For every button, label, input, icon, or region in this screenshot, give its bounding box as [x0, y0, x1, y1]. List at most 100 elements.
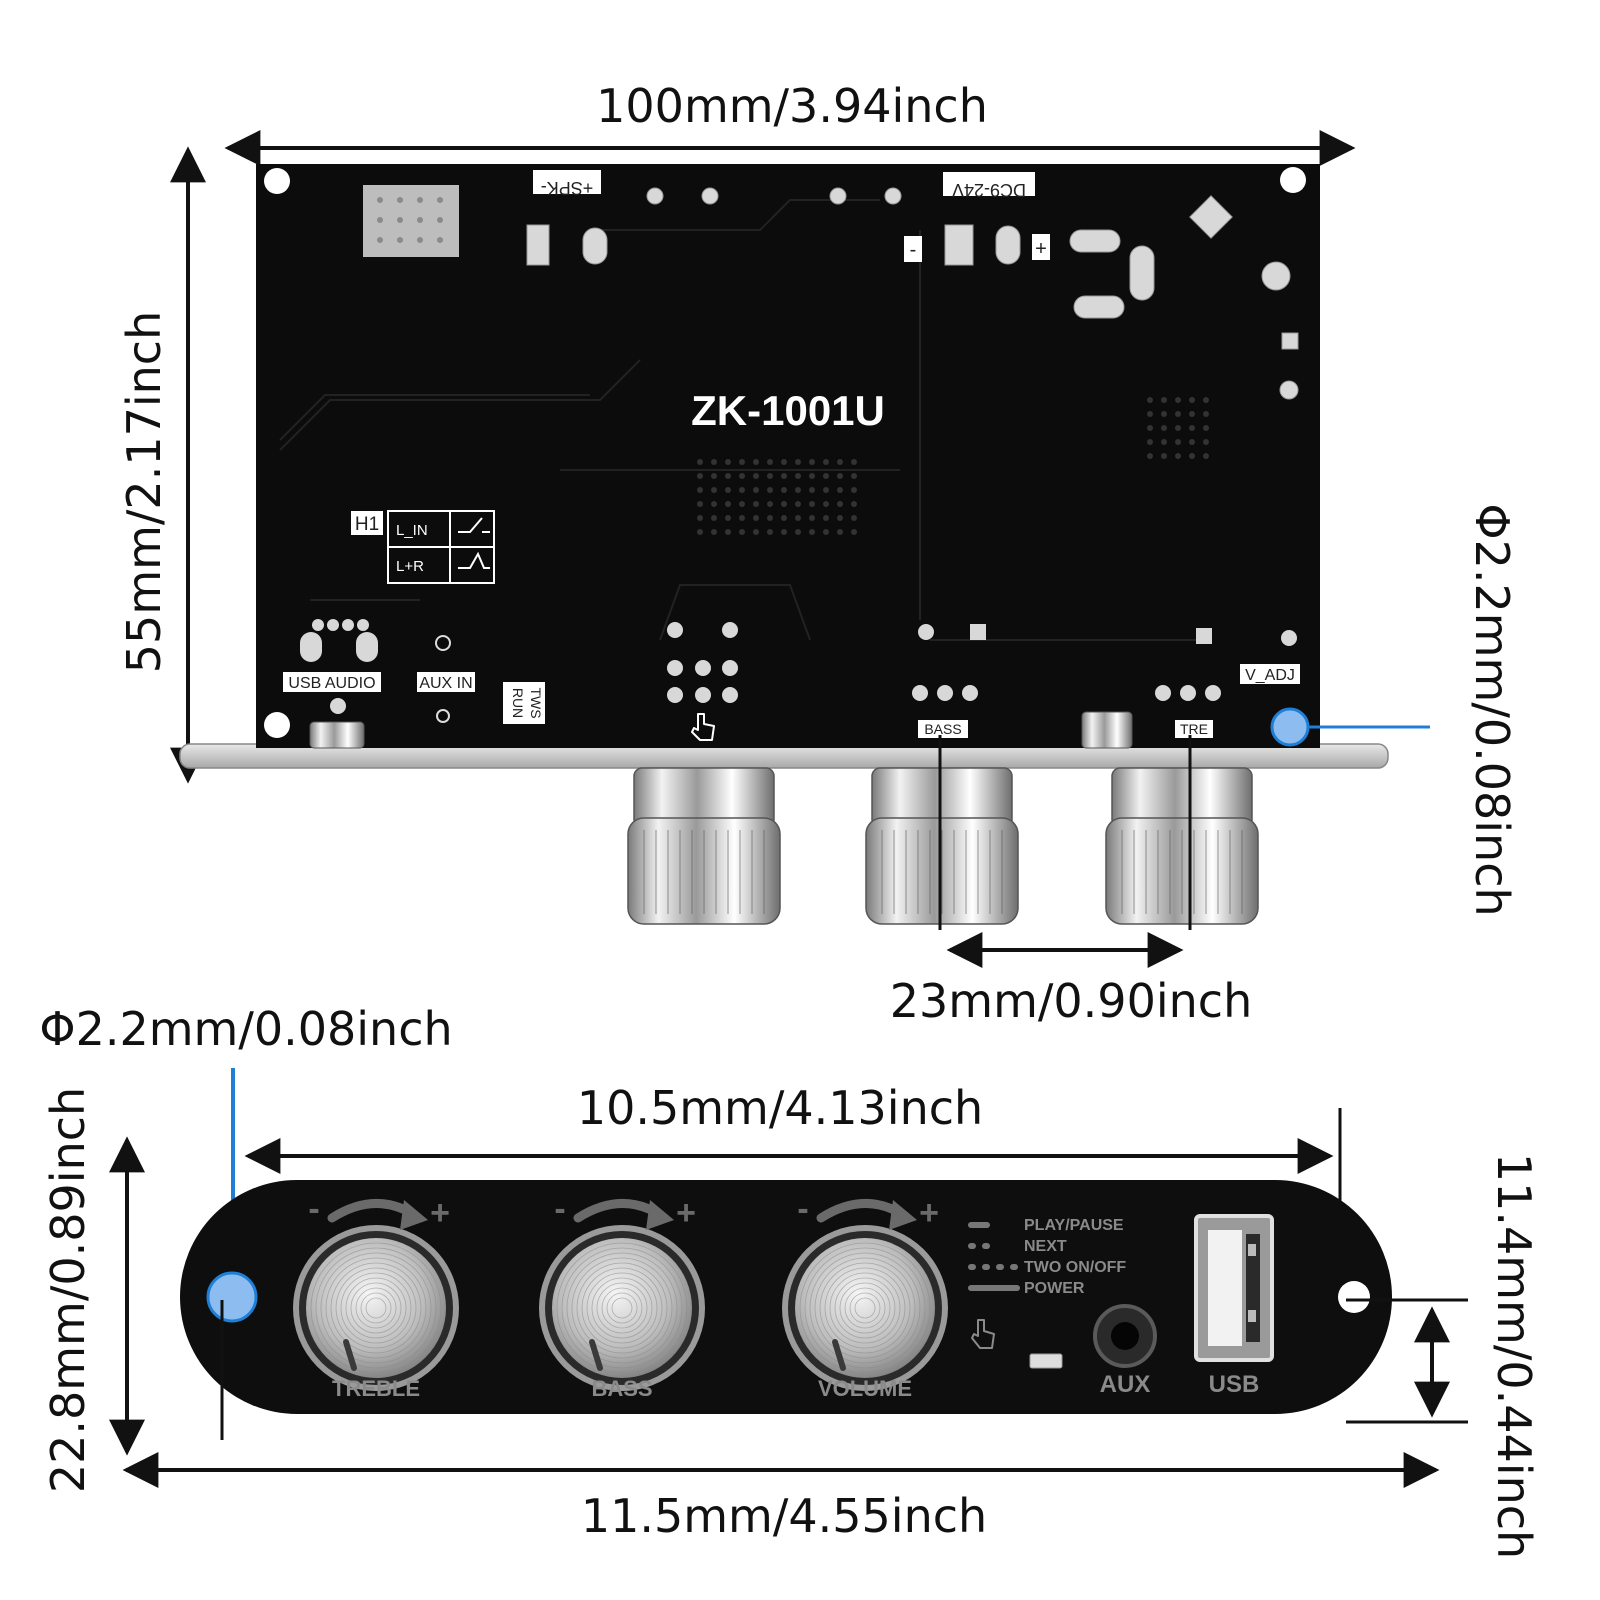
- usb-label: USB: [1209, 1371, 1260, 1398]
- knob-spacing-label: 23mm/0.90inch: [890, 974, 1252, 1028]
- via-dot: [753, 459, 759, 465]
- pcb-hole-tl: [264, 168, 290, 194]
- top-knob-1[interactable]: [627, 767, 781, 925]
- via-dot: [837, 487, 843, 493]
- knob-ring: [829, 1272, 901, 1344]
- knob-plus-label: +: [676, 1194, 696, 1232]
- front-knob-bass[interactable]: - + BASS: [539, 1190, 705, 1401]
- via-dot: [823, 515, 829, 521]
- front-view-knobs: -+TREBLE - + BASS -+VOLUME: [293, 1190, 948, 1401]
- via-grid-center: [697, 397, 1209, 535]
- via-dot: [781, 515, 787, 521]
- aux-in-pad: [435, 635, 451, 651]
- knob-ring: [586, 1272, 658, 1344]
- top-knob-3[interactable]: [1105, 767, 1259, 925]
- via-dot: [739, 515, 745, 521]
- knob-ring: [804, 1247, 926, 1369]
- via-dot: [767, 459, 773, 465]
- knob-ring: [360, 1292, 392, 1324]
- bass-label-box: [918, 720, 968, 738]
- via-dot: [697, 501, 703, 507]
- via-dot: [851, 487, 857, 493]
- via-dot: [1189, 425, 1195, 431]
- touch-hand-icon: [691, 713, 715, 741]
- knob-minus-label: -: [554, 1190, 565, 1228]
- v-adj-label: V_ADJ: [1245, 667, 1295, 684]
- tws-run-label-box: [503, 682, 545, 724]
- via-dot: [739, 459, 745, 465]
- spk-label-box: [533, 170, 601, 194]
- knob-ring: [325, 1257, 427, 1359]
- knob-ring: [355, 1287, 397, 1329]
- knob-label: BASS: [591, 1376, 652, 1401]
- aux-jack-icon[interactable]: [1093, 1304, 1157, 1368]
- via-dot: [1147, 425, 1153, 431]
- via-dot: [837, 459, 843, 465]
- spk-label: +SPK-: [541, 178, 594, 198]
- aux-in-label-box: [417, 672, 475, 692]
- pcb-hole-tr: [1280, 167, 1306, 193]
- knob-ring: [799, 1242, 931, 1374]
- knob-ring: [849, 1292, 881, 1324]
- via-dot: [1189, 439, 1195, 445]
- solder-pads-top: [526, 187, 1299, 400]
- front-knob-volume[interactable]: -+VOLUME: [782, 1190, 948, 1401]
- via-dot: [823, 473, 829, 479]
- via-dot: [1203, 411, 1209, 417]
- via-dot: [837, 501, 843, 507]
- aux-label: AUX: [1100, 1371, 1151, 1398]
- indicator-led: [1029, 1353, 1063, 1369]
- knob-ring: [320, 1252, 432, 1364]
- rotation-arrowhead-icon: [646, 1200, 674, 1230]
- front-panel-hole-right: [1338, 1281, 1370, 1313]
- knob-ring: [340, 1272, 412, 1344]
- knob-label: VOLUME: [818, 1376, 912, 1401]
- via-dot: [851, 529, 857, 535]
- via-dot: [767, 501, 773, 507]
- knob-ring: [844, 1287, 886, 1329]
- rotation-arrowhead-icon: [889, 1200, 917, 1230]
- via-dot: [851, 501, 857, 507]
- knob-label: TREBLE: [332, 1376, 420, 1401]
- touch-hand-icon: [971, 1319, 995, 1349]
- via-dot: [809, 487, 815, 493]
- via-dot: [795, 529, 801, 535]
- via-dot: [753, 473, 759, 479]
- top-view-knobs: [627, 767, 1259, 925]
- via-dot: [711, 515, 717, 521]
- front-knob-treble[interactable]: -+TREBLE: [293, 1190, 459, 1401]
- knob-ring: [611, 1297, 633, 1319]
- dc-minus-box: [904, 236, 922, 262]
- via-dot: [1203, 397, 1209, 403]
- knob-ring: [345, 1277, 407, 1339]
- via-dot: [711, 501, 717, 507]
- via-dot: [1147, 453, 1153, 459]
- via-dot: [781, 459, 787, 465]
- via-dot: [1175, 453, 1181, 459]
- usb-audio-label: USB AUDIO: [288, 675, 375, 692]
- top-knob-2[interactable]: [865, 767, 1019, 925]
- tre-pcb-label: TRE: [1180, 721, 1208, 737]
- via-dot: [837, 529, 843, 535]
- chip-module-dots: [377, 197, 443, 243]
- tws-label: TWS: [528, 687, 544, 718]
- via-dot: [1189, 411, 1195, 417]
- via-dot: [711, 473, 717, 479]
- via-dot: [767, 473, 773, 479]
- l-r-label: L+R: [396, 558, 424, 575]
- knob-ring: [335, 1267, 417, 1349]
- usb-port-icon[interactable]: [1194, 1214, 1274, 1362]
- h1-label: H1: [355, 514, 379, 535]
- knob-ring: [601, 1287, 643, 1329]
- via-dot: [725, 487, 731, 493]
- via-dot: [725, 529, 731, 535]
- front-outer-width-label: 11.5mm/4.55inch: [581, 1489, 987, 1543]
- via-dot: [711, 459, 717, 465]
- via-dot: [1175, 439, 1181, 445]
- knob-indicator: [343, 1339, 357, 1371]
- h1-label-box: [351, 511, 383, 535]
- front-height-label: 22.8mm/0.89inch: [41, 1087, 95, 1493]
- tre-label-box: [1175, 720, 1213, 738]
- knob-ring: [556, 1242, 688, 1374]
